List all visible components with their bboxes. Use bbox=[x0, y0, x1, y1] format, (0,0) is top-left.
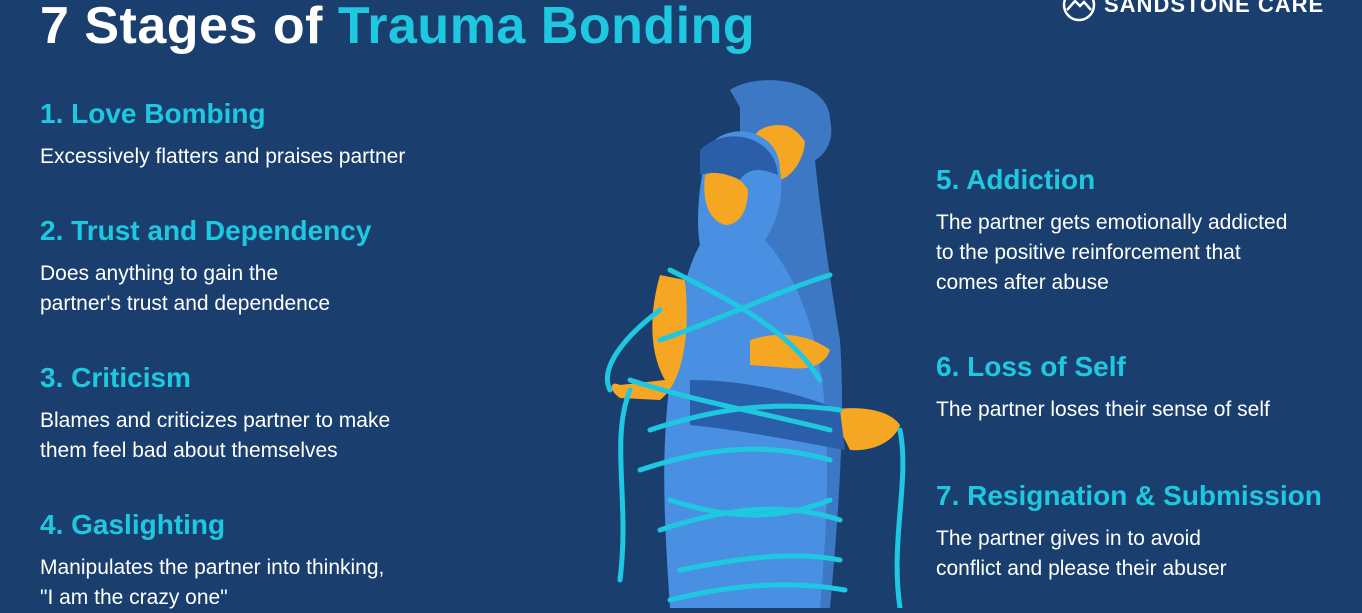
stage-1: 1. Love Bombing Excessively flatters and… bbox=[40, 98, 405, 172]
stage-heading: 6. Loss of Self bbox=[936, 351, 1126, 382]
stage-heading: 3. Criticism bbox=[40, 362, 191, 393]
mountain-logo-icon bbox=[1062, 0, 1096, 22]
stage-description: Manipulates the partner into thinking,"I… bbox=[40, 556, 385, 609]
page-title: 7 Stages of Trauma Bonding bbox=[40, 0, 755, 56]
stage-6: 6. Loss of Self The partner loses their … bbox=[936, 351, 1270, 425]
stage-3: 3. Criticism Blames and criticizes partn… bbox=[40, 362, 390, 466]
stage-5: 5. Addiction The partner gets emotionall… bbox=[936, 164, 1287, 298]
stage-7: 7. Resignation & Submission The partner … bbox=[936, 480, 1322, 584]
stage-2: 2. Trust and Dependency Does anything to… bbox=[40, 215, 371, 319]
stage-heading: 4. Gaslighting bbox=[40, 509, 226, 540]
stage-heading: 2. Trust and Dependency bbox=[40, 215, 372, 246]
title-accent: Trauma Bonding bbox=[337, 0, 756, 55]
stage-heading: 7. Resignation & Submission bbox=[936, 480, 1322, 511]
title-prefix: 7 Stages of bbox=[40, 0, 338, 55]
stage-4: 4. Gaslighting Manipulates the partner i… bbox=[40, 509, 384, 613]
stage-description: Excessively flatters and praises partner bbox=[40, 145, 406, 168]
brand-name: SANDSTONE CARE bbox=[1104, 0, 1325, 17]
stage-heading: 1. Love Bombing bbox=[40, 98, 266, 129]
stage-description: The partner loses their sense of self bbox=[936, 398, 1270, 421]
stage-heading: 5. Addiction bbox=[936, 164, 1096, 195]
embracing-couple-tied-with-rope-icon bbox=[604, 80, 906, 608]
brand-logo[interactable]: SANDSTONE CARE bbox=[1062, 0, 1325, 22]
